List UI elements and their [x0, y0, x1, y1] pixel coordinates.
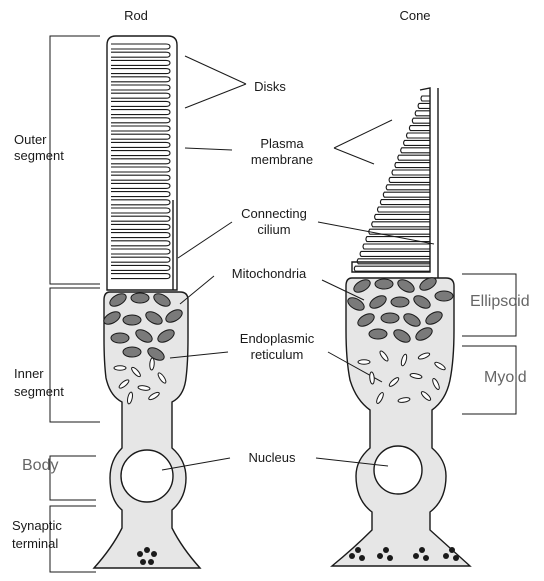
- rod-mitochondrion: [123, 315, 141, 325]
- connecting-cilium-label-2: cilium: [226, 222, 322, 238]
- cone-mitochondrion: [381, 313, 399, 323]
- rod-mitochondrion: [123, 347, 141, 357]
- outer-segment-label-2: segment: [14, 148, 64, 164]
- connecting-cilium-label-1: Connecting: [226, 206, 322, 222]
- rod-title: Rod: [118, 8, 154, 24]
- plasma-membrane-label-1: Plasma: [230, 136, 334, 152]
- cone-er-fragment: [358, 360, 370, 364]
- cone-title: Cone: [393, 8, 437, 24]
- rod-mitochondrion: [131, 293, 149, 303]
- myoid-label: Myoid: [484, 370, 527, 386]
- left-brackets: [50, 36, 100, 572]
- nucleus-label: Nucleus: [232, 450, 312, 466]
- cone-mitochondrion: [375, 279, 393, 289]
- cone-mitochondrion: [435, 291, 453, 301]
- ellipsoid-label: Ellipsoid: [470, 294, 530, 310]
- synaptic-terminal-label-2: terminal: [12, 536, 58, 552]
- cone-inner-segment: [332, 278, 470, 566]
- mitochondria-label: Mitochondria: [214, 266, 324, 282]
- rod-nucleus: [121, 450, 173, 502]
- cone-mitochondrion: [391, 297, 409, 307]
- inner-segment-label-2: segment: [14, 384, 64, 400]
- plasma-membrane-label-2: membrane: [230, 152, 334, 168]
- cone-mitochondrion: [369, 329, 387, 339]
- endoplasmic-reticulum-label-1: Endoplasmic: [224, 331, 330, 347]
- rod-er-fragment: [114, 366, 126, 370]
- outer-segment-label-1: Outer: [14, 132, 47, 148]
- cone-nucleus: [374, 446, 422, 494]
- endoplasmic-reticulum-label-2: reticulum: [224, 347, 330, 363]
- inner-segment-label-1: Inner: [14, 366, 44, 382]
- cone-er-fragment: [369, 372, 374, 384]
- rod-er-fragment: [149, 358, 154, 370]
- body-label: Body: [22, 458, 58, 474]
- rod-mitochondrion: [111, 333, 129, 343]
- synaptic-terminal-label-1: Synaptic: [12, 518, 62, 534]
- disks-label: Disks: [246, 79, 294, 95]
